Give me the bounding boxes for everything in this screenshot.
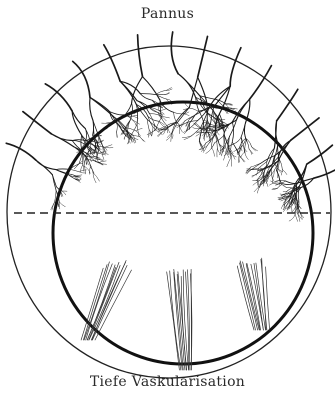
pannus-vessel <box>212 135 216 148</box>
pannus-vessel <box>223 136 224 148</box>
pannus-vessel <box>232 122 233 142</box>
pannus-vessel <box>138 35 143 77</box>
pannus-vessel <box>257 185 260 193</box>
pannus-vessel <box>99 162 107 164</box>
pannus-vessel <box>298 214 300 222</box>
pannus-vessel <box>133 120 140 124</box>
pannus-vessel <box>136 104 137 124</box>
pannus-vessel <box>249 149 253 154</box>
pannus-vessel <box>143 77 161 101</box>
pannus-vessel <box>254 185 260 192</box>
pannus-vessel <box>166 89 172 91</box>
pannus-vessel <box>307 145 333 164</box>
pannus-vessel <box>289 214 295 221</box>
pannus-vessel <box>189 108 198 111</box>
pannus-vessel <box>245 152 249 160</box>
pannus-vessel <box>105 145 112 148</box>
pannus-vessel <box>271 169 272 177</box>
pannus-vessel <box>227 157 232 167</box>
pannus-vessel <box>99 161 106 163</box>
pannus-vessel <box>104 45 120 82</box>
pannus-vessel <box>171 32 178 74</box>
pannus-vessel <box>139 136 145 142</box>
pannus-vessel <box>196 132 203 133</box>
pannus-vessel <box>276 184 280 185</box>
pannus-vessel <box>286 181 297 183</box>
pannus-vessel <box>258 179 259 187</box>
pannus-vessel <box>90 167 94 173</box>
pannus-vessel <box>133 116 138 117</box>
pannus-vessel <box>212 148 215 156</box>
pannus-vessel <box>245 123 247 140</box>
pannus-vessel <box>203 145 207 152</box>
pannus-vessel <box>59 202 65 207</box>
pannus-vessel <box>173 132 174 138</box>
pannus-vessel <box>207 103 208 120</box>
deep-vessels <box>81 258 270 370</box>
pannus-label: Pannus <box>0 6 335 22</box>
pannus-vessel <box>140 94 156 95</box>
pannus-vessel <box>102 153 108 155</box>
pannus-vessel <box>230 48 241 86</box>
pannus-vessel <box>117 132 118 138</box>
pannus-vessel <box>195 123 201 129</box>
deep-vascularization-label: Tiefe Vaskularisation <box>0 374 335 390</box>
pannus-vessel <box>184 121 197 124</box>
pannus-vessel <box>93 121 94 135</box>
pannus-vessel <box>90 97 93 121</box>
pannus-vessel <box>140 94 152 101</box>
pannus-vessel <box>80 172 86 173</box>
pannus-vessel <box>136 129 143 131</box>
pannus-vessel <box>36 160 53 175</box>
pannus-vessel <box>234 137 241 144</box>
pannus-vessel <box>93 173 99 181</box>
pannus-vessel <box>198 36 208 77</box>
pannus-vessel <box>56 170 68 175</box>
pannus-vessel <box>59 202 60 209</box>
pannus-vessel <box>258 162 266 169</box>
pannus-vessel <box>295 214 298 221</box>
pannus-vessel <box>281 169 282 175</box>
pannus-vessel <box>62 191 66 195</box>
pannus-vessel <box>206 148 212 154</box>
pannus-vessel <box>74 164 79 169</box>
pannus-vessel <box>76 175 82 176</box>
pannus-vessel <box>148 117 153 128</box>
deep-vessel <box>95 270 132 340</box>
pannus-vessel <box>279 160 282 170</box>
pannus-vessel <box>131 124 137 135</box>
pannus-vessel <box>291 207 292 213</box>
pannus-vessel <box>185 103 190 108</box>
pannus-vessel <box>189 111 198 119</box>
pannus-vessel <box>241 137 243 147</box>
pannus-vessel <box>156 90 166 94</box>
pannus-vessel <box>102 153 104 160</box>
pannus-vessel <box>82 153 83 165</box>
pannus-vessel <box>252 147 256 151</box>
pannus-vessel <box>73 61 90 97</box>
pannus-vessel <box>314 168 335 179</box>
deep-vessel <box>87 265 115 340</box>
pannus-vessel <box>56 169 70 170</box>
pannus-vessel <box>277 89 298 121</box>
pannus-vessel <box>269 183 275 185</box>
pannus-vessel <box>90 97 113 116</box>
pannus-vessel <box>117 123 118 132</box>
pannus-vessel <box>282 169 287 174</box>
pannus-vessel <box>286 187 292 188</box>
pannus-vessel <box>166 134 171 141</box>
pannus-vessel <box>70 169 79 172</box>
pannus-vessel <box>105 147 113 148</box>
pannus-vessels <box>6 32 335 222</box>
pannus-vessel <box>166 88 171 91</box>
pannus-vessel <box>45 84 72 111</box>
